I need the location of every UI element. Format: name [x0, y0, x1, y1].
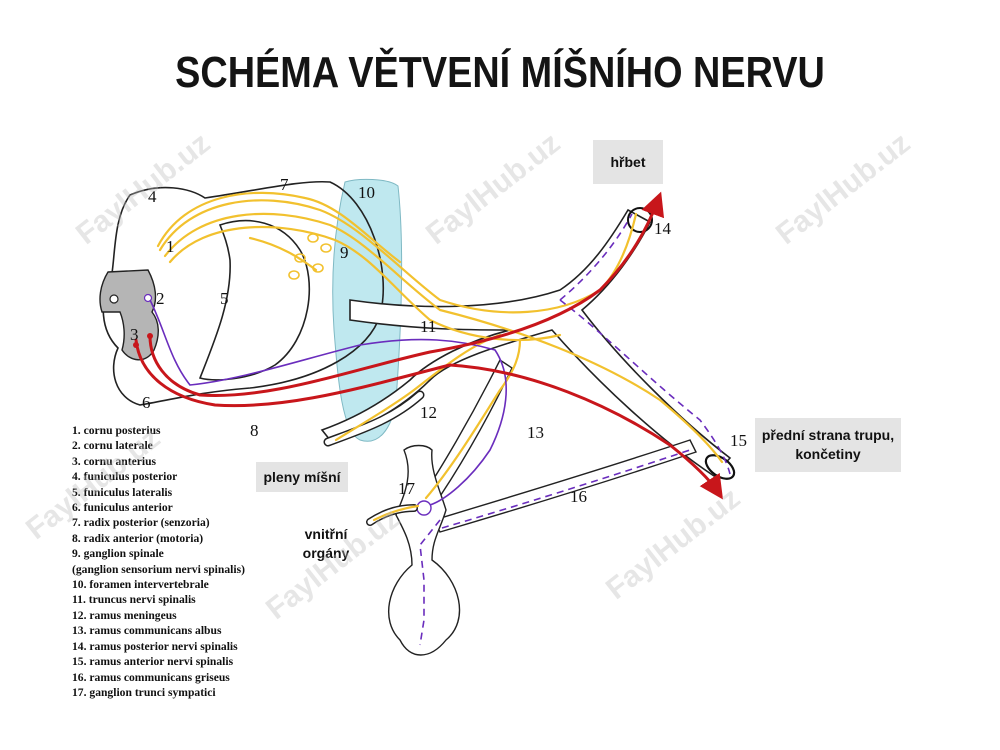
ganglion-cells — [288, 233, 332, 280]
legend-item: 7. radix posterior (senzoria) — [72, 516, 210, 530]
legend-item: 6. funiculus anterior — [72, 501, 173, 515]
legend-item: 3. cornu anterius — [72, 454, 157, 468]
label-1: 1 — [166, 237, 175, 256]
label-vnitrni-organy: vnitřní orgány — [296, 522, 356, 566]
label-12: 12 — [420, 403, 437, 422]
label-7: 7 — [280, 175, 289, 194]
label-5: 5 — [220, 289, 229, 308]
ramus-communicans-griseus-outline — [433, 439, 697, 533]
legend-item: 11. truncus nervi spinalis — [72, 593, 196, 607]
label-3: 3 — [130, 325, 139, 344]
legend-item: 8. radix anterior (motoria) — [72, 531, 204, 545]
legend-item: 15. ramus anterior nervi spinalis — [72, 655, 234, 669]
ramus-posterior-end — [627, 207, 653, 233]
label-14: 14 — [654, 219, 672, 238]
cornu-laterale-cell — [143, 293, 153, 303]
funiculus-lateralis-outline — [198, 219, 311, 381]
legend-item: 14. ramus posterior nervi spinalis — [72, 639, 238, 653]
label-13: 13 — [527, 423, 544, 442]
label-16: 16 — [570, 487, 587, 506]
spinal-cord-outline — [102, 180, 384, 406]
legend-item: 1. cornu posterius — [72, 424, 161, 437]
legend-item: 10. foramen intervertebrale — [72, 578, 209, 592]
legend-item: 5. funiculus lateralis — [72, 485, 173, 499]
label-predni-strana: přední strana trupu, končetiny — [755, 418, 901, 472]
motor-neuron-cell-2 — [147, 333, 153, 339]
label-pleny-misni: pleny míšní — [256, 462, 348, 492]
central-canal — [109, 294, 119, 304]
label-8: 8 — [250, 421, 259, 440]
motor-neuron-cell — [133, 342, 139, 348]
label-17: 17 — [398, 479, 416, 498]
label-15: 15 — [730, 431, 747, 450]
motor-fibers — [134, 191, 723, 500]
label-9: 9 — [340, 243, 349, 262]
label-10: 10 — [358, 183, 375, 202]
label-4: 4 — [148, 187, 157, 206]
label-6: 6 — [142, 393, 151, 412]
legend-item: 12. ramus meningeus — [72, 608, 177, 622]
legend-item: (ganglion sensorium nervi spinalis) — [72, 562, 245, 576]
legend-item: 16. ramus communicans griseus — [72, 670, 230, 684]
label-hrbet: hřbet — [593, 140, 663, 184]
legend-item: 2. cornu laterale — [72, 439, 153, 453]
label-11: 11 — [420, 317, 436, 336]
sympathetic-chain-organ — [387, 444, 461, 656]
label-2: 2 — [156, 289, 165, 308]
sympathetic-fibers — [149, 213, 731, 646]
page-title: SCHÉMA VĚTVENÍ MÍŠNÍHO NERVU — [175, 48, 825, 97]
legend-item: 13. ramus communicans albus — [72, 624, 222, 638]
legend-item: 4. funiculus posterior — [72, 470, 178, 484]
legend-item: 17. ganglion trunci sympatici — [72, 685, 216, 699]
legend-list: 1. cornu posterius 2. cornu laterale 3. … — [72, 423, 245, 700]
legend-item: 9. ganglion spinale — [72, 547, 164, 561]
grey-matter — [99, 269, 159, 361]
ganglion-trunci-sympatici — [416, 500, 432, 516]
